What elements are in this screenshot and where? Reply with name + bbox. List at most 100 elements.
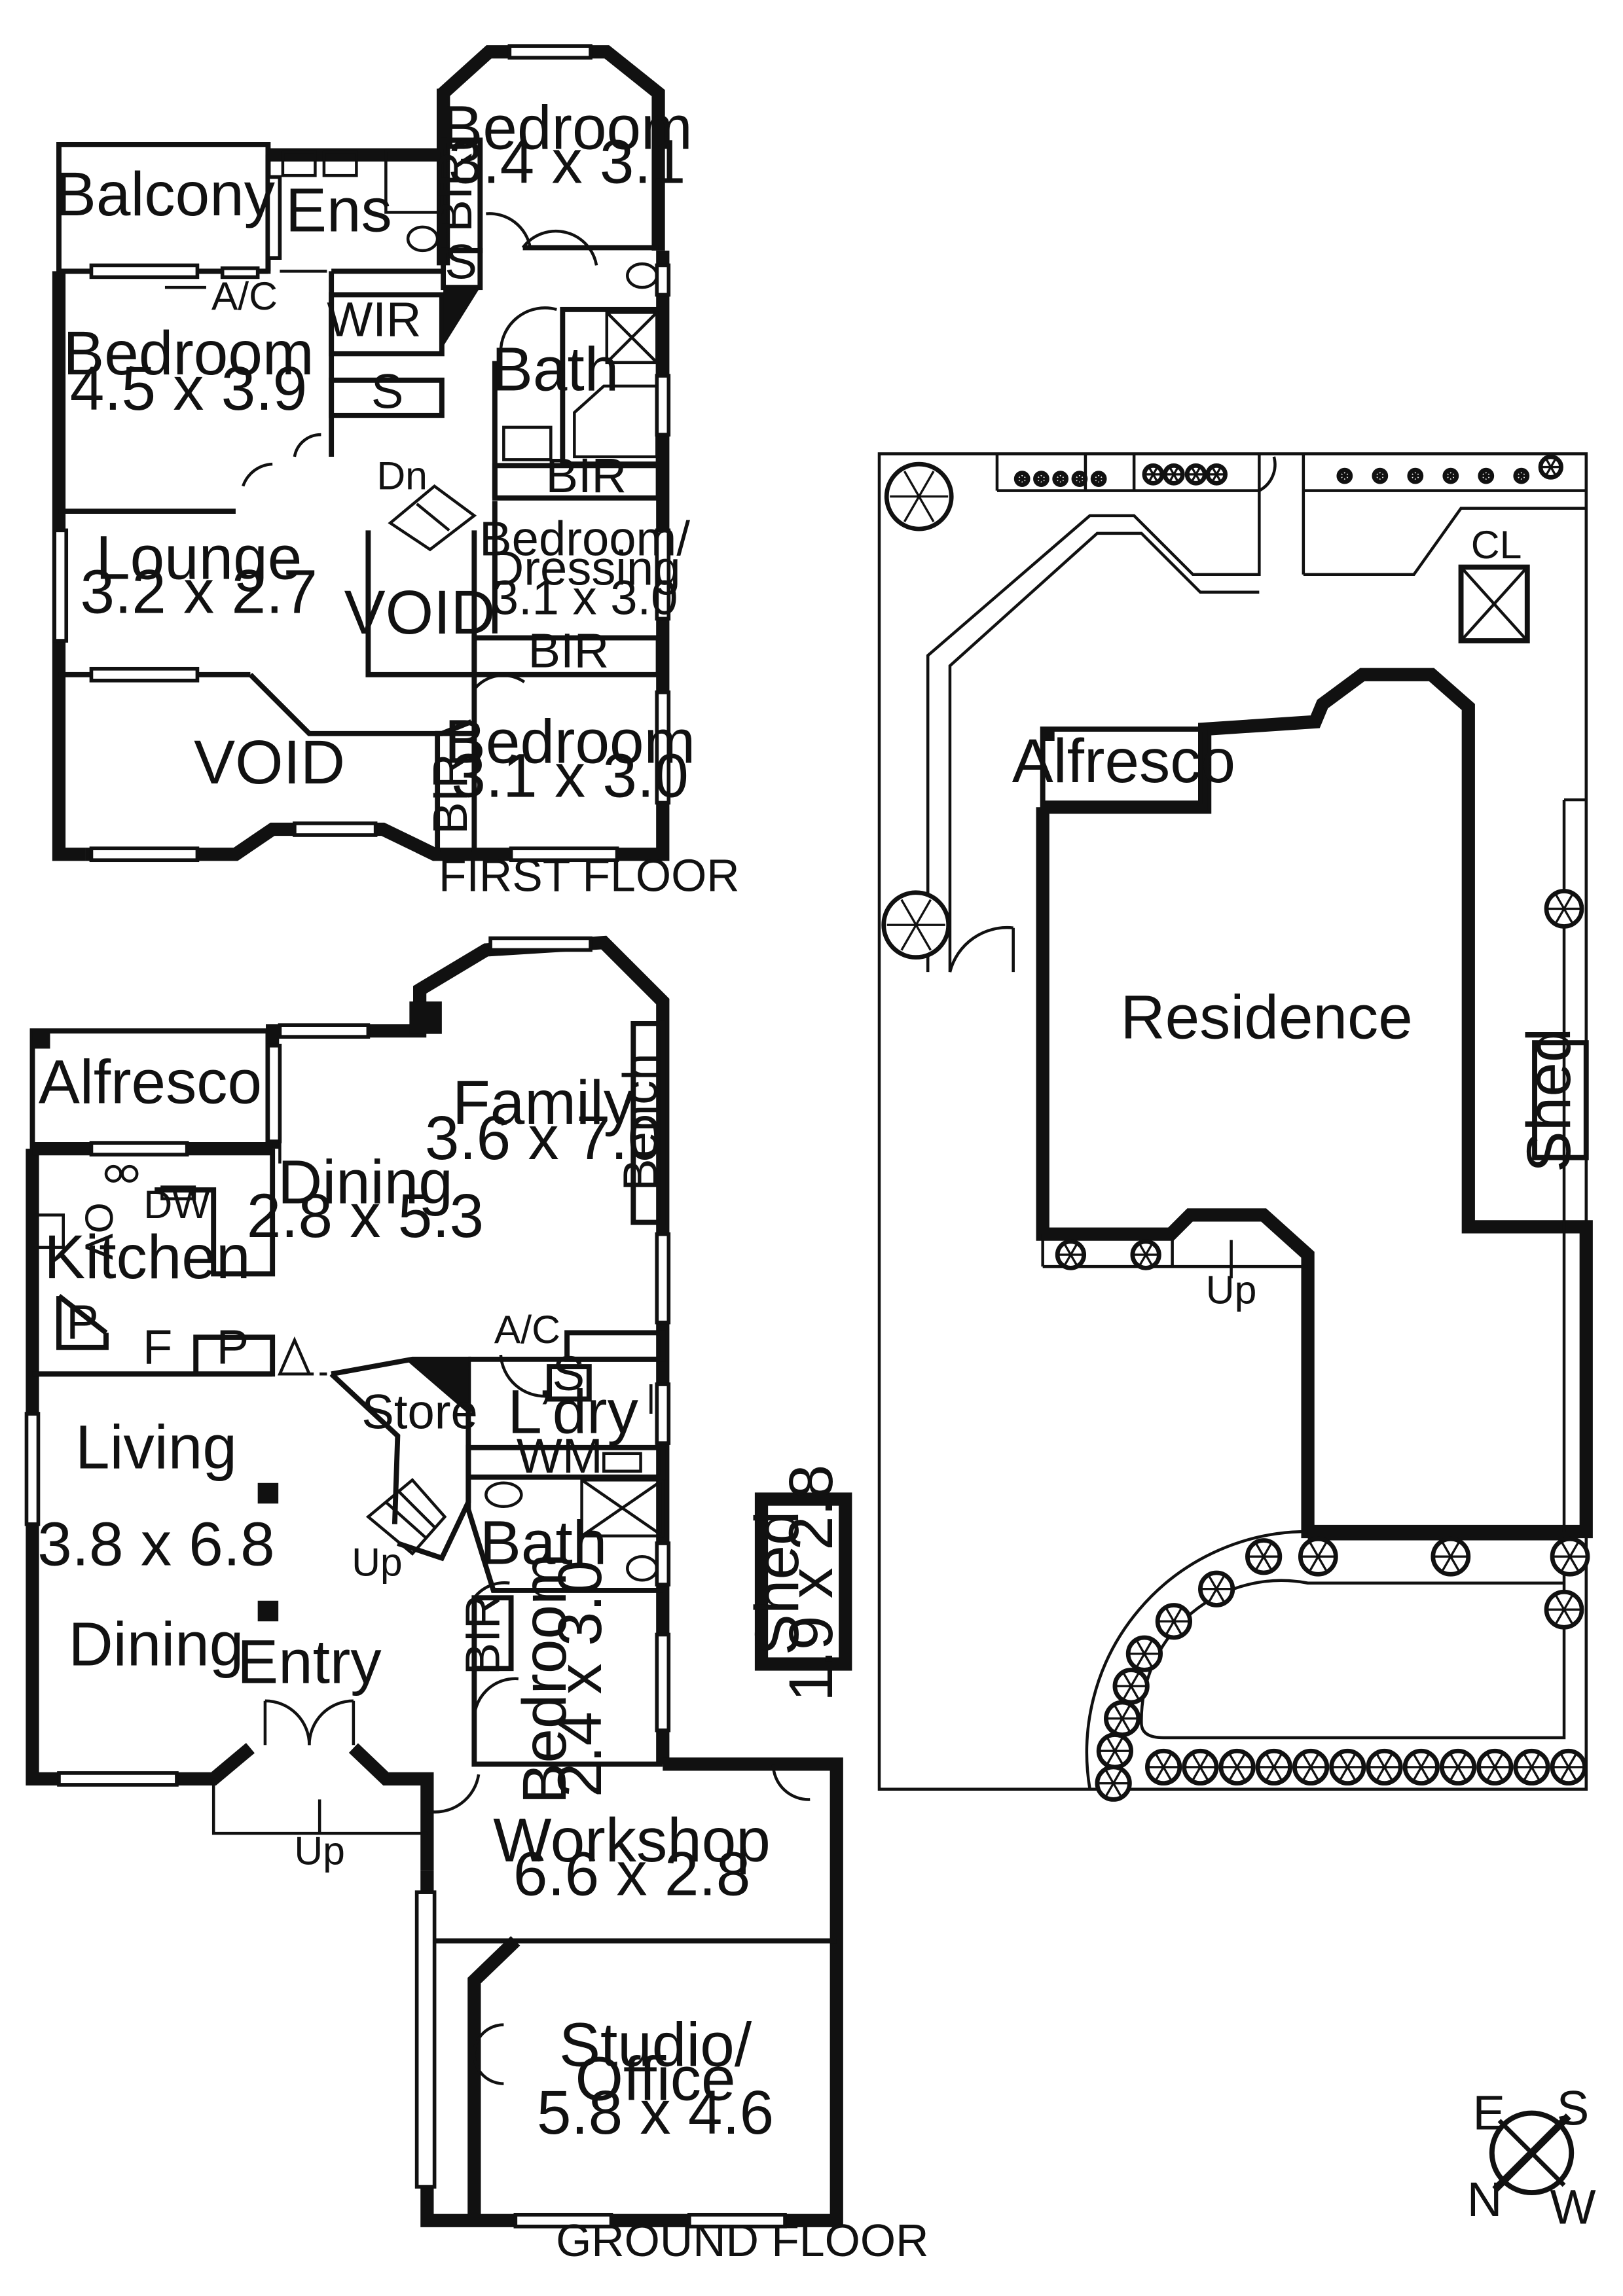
room-label-living-dining: Dining bbox=[69, 1610, 244, 1679]
tree-icon bbox=[1071, 471, 1088, 487]
room-size-dining-ground: 2.8 x 5.3 bbox=[247, 1181, 484, 1251]
room-label-workshop: Workshop bbox=[493, 1806, 771, 1875]
site-label-up: Up bbox=[1206, 1267, 1257, 1312]
tree-icon bbox=[1478, 467, 1495, 484]
compass-label-w: W bbox=[1550, 2179, 1596, 2234]
room-label-bedroom-a: Bedroom bbox=[441, 94, 692, 163]
tree-icon bbox=[1298, 1536, 1338, 1577]
tree-icon bbox=[1538, 454, 1563, 480]
tree-icon bbox=[1142, 463, 1165, 486]
compass-label-n: N bbox=[1467, 2172, 1503, 2227]
tree-icon bbox=[1155, 1603, 1193, 1640]
tree-icon bbox=[1112, 1668, 1150, 1705]
room-size-main-bedroom: 4.5 x 3.9 bbox=[70, 354, 307, 423]
site-plan-labels: CL Alfresco Residence Shed Up bbox=[1012, 522, 1584, 1312]
room-label-entry: Entry bbox=[237, 1628, 382, 1697]
tree-icon bbox=[1550, 1536, 1590, 1577]
tree-icon bbox=[1095, 1765, 1132, 1802]
label-ac-first: A/C bbox=[211, 274, 278, 318]
tree-icon bbox=[1544, 1589, 1584, 1630]
tree-icon bbox=[1198, 1570, 1235, 1607]
tree-icon bbox=[1439, 1748, 1477, 1786]
room-label-bedroom-dressing: Bedroom/ bbox=[479, 512, 690, 566]
label-wm: WM bbox=[517, 1429, 603, 1483]
room-label-s-b: S bbox=[371, 365, 404, 419]
room-size-family: 3.6 x 7.0 bbox=[425, 1103, 662, 1173]
tree-icon bbox=[1292, 1748, 1330, 1786]
label-ac-ground: A/C bbox=[494, 1307, 560, 1352]
tree-icon bbox=[1055, 1239, 1087, 1270]
tree-icon bbox=[1372, 467, 1389, 484]
tree-icon bbox=[1218, 1748, 1256, 1786]
tree-icon bbox=[1052, 471, 1069, 487]
tree-icon bbox=[1013, 471, 1030, 487]
tree-icon bbox=[1130, 1239, 1161, 1270]
first-floor-plan bbox=[52, 44, 671, 863]
label-fridge: F bbox=[143, 1320, 172, 1374]
tree-icon bbox=[1255, 1748, 1292, 1786]
room-label-wir: WIR bbox=[327, 292, 421, 346]
room-label-bir-d: BIR bbox=[423, 753, 477, 834]
tree-icon bbox=[1513, 1748, 1550, 1786]
room-label-alfresco-ground: Alfresco bbox=[39, 1047, 262, 1117]
tree-icon bbox=[1205, 463, 1228, 486]
tree-icon bbox=[1431, 1536, 1471, 1577]
room-label-bath-ground: Bath bbox=[480, 1508, 607, 1577]
tree-icon bbox=[1336, 467, 1353, 484]
label-ov: OV bbox=[77, 1202, 121, 1260]
caption-first-floor: FIRST FLOOR bbox=[439, 850, 740, 901]
room-label-balcony: Balcony bbox=[55, 160, 276, 229]
room-size-shed-ground: 1.9 x 2.8 bbox=[776, 1465, 846, 1702]
room-label-dining-ground: Dining bbox=[278, 1147, 453, 1217]
room-label-kitchen: Kitchen bbox=[44, 1223, 250, 1292]
room-label-bir-a: BIR bbox=[428, 151, 482, 232]
site-label-alfresco: Alfresco bbox=[1012, 726, 1235, 796]
tree-icon bbox=[1513, 467, 1530, 484]
label-s-ground: S bbox=[553, 1346, 585, 1401]
tree-icon bbox=[1096, 1732, 1134, 1770]
site-label-residence: Residence bbox=[1120, 982, 1412, 1052]
tree-icon bbox=[1163, 463, 1185, 486]
room-label-lounge: Lounge bbox=[96, 524, 302, 593]
room-label-bedroom-ground: Bedroom bbox=[510, 1553, 579, 1804]
room-label-bir-b: BIR bbox=[545, 448, 627, 503]
label-pantry-a: P bbox=[66, 1295, 99, 1349]
tree-icon bbox=[1125, 1635, 1163, 1672]
room-label-studio: Studio/ bbox=[559, 2011, 752, 2080]
tree-icon bbox=[1476, 1748, 1514, 1786]
tree-icon bbox=[1544, 889, 1584, 929]
label-bench: Bench bbox=[613, 1053, 667, 1191]
room-label-main-bedroom: Bedroom bbox=[63, 319, 314, 388]
room-label-laundry: L’dry bbox=[507, 1377, 638, 1446]
room-label-s-a: S bbox=[445, 235, 477, 289]
tree-icon bbox=[1407, 467, 1424, 484]
tree-icon bbox=[1033, 471, 1049, 487]
site-label-cl: CL bbox=[1471, 522, 1522, 567]
room-size-bedroom-c: 3.1 x 3.0 bbox=[451, 741, 688, 810]
tree-icon bbox=[1182, 1748, 1219, 1786]
room-size-bedroom-ground: 2.4 x 3.0 bbox=[545, 1560, 615, 1797]
site-label-shed: Shed bbox=[1514, 1028, 1584, 1173]
tree-icon bbox=[1442, 467, 1459, 484]
room-label-shed-ground: Shed bbox=[742, 1511, 812, 1655]
caption-ground-floor: GROUND FLOOR bbox=[556, 2215, 928, 2266]
entry-label-up: Up bbox=[294, 1828, 345, 1873]
tree-icon bbox=[1104, 1700, 1141, 1737]
compass-label-s: S bbox=[1557, 2081, 1590, 2136]
room-label-dressing: Dressing bbox=[489, 541, 681, 596]
compass-rose: E S N W bbox=[1467, 2081, 1596, 2234]
tree-icon bbox=[1090, 471, 1107, 487]
tree-icon bbox=[1329, 1748, 1366, 1786]
ground-floor-labels: Alfresco Family 3.6 x 7.0 Bench Dining 2… bbox=[37, 1047, 928, 2265]
room-label-bir-c: BIR bbox=[528, 624, 609, 678]
ground-floor-plan bbox=[24, 935, 852, 2229]
tree-icon bbox=[881, 890, 951, 960]
room-label-bath-first: Bath bbox=[492, 335, 619, 404]
room-label-bir-ground: BIR bbox=[456, 1594, 510, 1676]
room-label-void-b: VOID bbox=[194, 728, 345, 797]
tree-icon bbox=[1184, 463, 1207, 486]
label-pantry-b: P bbox=[217, 1320, 249, 1374]
tree-icon bbox=[884, 461, 954, 531]
stair-label-up: Up bbox=[352, 1539, 403, 1584]
